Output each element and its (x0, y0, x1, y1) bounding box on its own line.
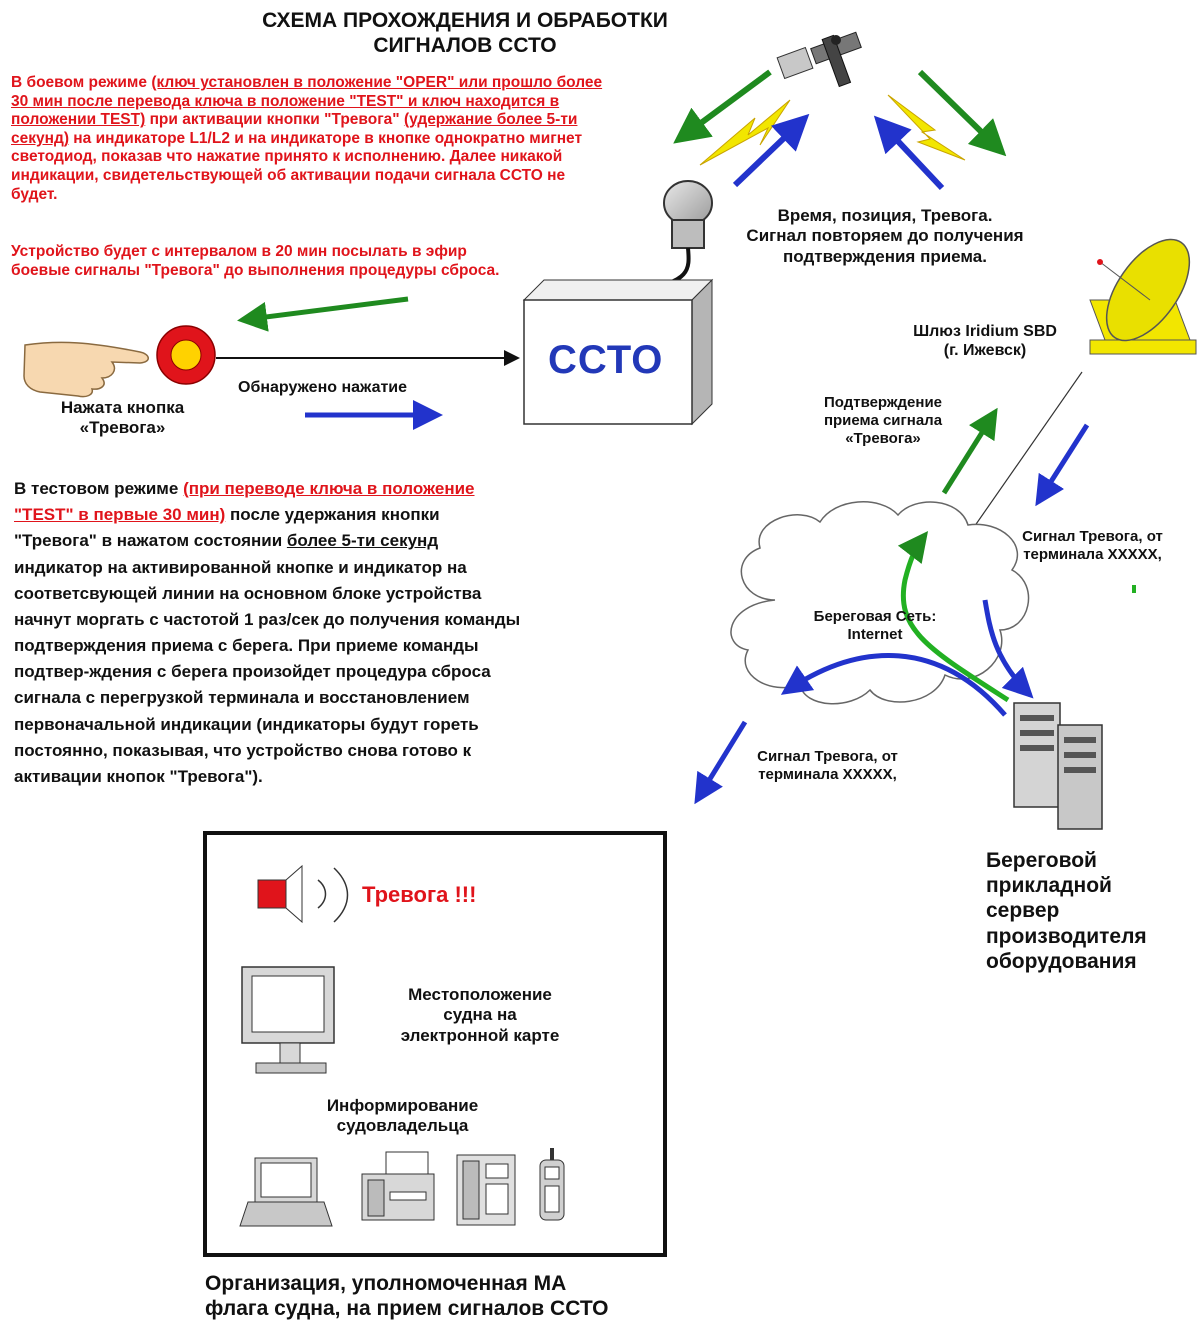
lightning-icon (699, 94, 966, 166)
dish-antenna-icon (1089, 238, 1197, 355)
alarm-label: Тревога !!! (362, 882, 477, 907)
combat-mid: при активации кнопки "Тревога" (145, 111, 404, 129)
combat-underlined-2: (удержание более 5-ти секунд) (11, 111, 578, 147)
mobile-phone-icon (539, 1148, 565, 1221)
blue-curve-to-left (780, 653, 1007, 717)
blue-curve-to-server (982, 599, 1034, 699)
alarm-button-icon (156, 325, 216, 385)
test-pre: В тестовом режиме (14, 479, 184, 498)
green-arrow-to-button (237, 296, 409, 332)
owner-informing-label: Информирование судовладельца (326, 1096, 479, 1136)
combat-mode-interval-text: Устройство будет с интервалом в 20 мин п… (11, 243, 500, 279)
confirmation-label: Подтверждение приема сигнала «Тревога» (823, 394, 943, 447)
satellite-icon (776, 31, 862, 88)
combat-pre: В боевом режиме (11, 74, 152, 91)
diagram-title: СХЕМА ПРОХОЖДЕНИЯ И ОБРАБОТКИ СИГНАЛОВ С… (262, 9, 668, 58)
green-dot (1132, 585, 1136, 593)
green-curve (897, 531, 1010, 703)
ssto-box (522, 278, 714, 426)
alarm-signal-right-label: Сигнал Тревога, от терминала XXXXX, (1022, 528, 1163, 563)
phone-icon (456, 1154, 516, 1226)
time-position-label: Время, позиция, Тревога. Сигнал повторяе… (746, 206, 1024, 266)
green-arrow-down-right (917, 69, 1007, 157)
test-underlined: (при переводе ключа в положение "TEST" в… (14, 479, 475, 525)
press-detected-label: Обнаружено нажатие (238, 379, 408, 396)
organization-label: Организация, уполномоченная МА флага суд… (205, 1272, 609, 1321)
blue-arrow-from-gateway (1035, 423, 1090, 507)
laptop-icon (239, 1157, 333, 1227)
combat-mode-text: В боевом режиме (ключ установлен в полож… (11, 74, 611, 204)
coastal-server-label: Береговой прикладной сервер производител… (986, 849, 1147, 973)
server-icon (1013, 702, 1103, 830)
combat-post: на индикаторе L1/L2 и на индикаторе в кн… (11, 129, 583, 203)
ship-location-label: Местоположение судна на электронной карт… (400, 985, 560, 1045)
test-underlined-2: более 5-ти секунд (286, 531, 439, 551)
blue-arrow-up-right (732, 113, 810, 188)
alarm-signal-left-label: Сигнал Тревога, от терминала XXXXX, (757, 748, 898, 783)
fax-icon (361, 1151, 435, 1221)
green-arrow-down-left (673, 69, 772, 144)
green-arrow-confirmation (941, 407, 998, 495)
coastal-network-label: Береговая Сеть: Internet (813, 608, 937, 643)
button-pressed-label: Нажата кнопка «Тревога» (60, 398, 185, 438)
blue-arrow-up-left (873, 115, 945, 191)
siren-icon (257, 864, 349, 924)
test-rest: индикатор на активированной кнопке и инд… (14, 557, 521, 786)
combat-underlined: (ключ установлен в положение "OPER" или … (11, 74, 603, 129)
hand-icon (23, 341, 149, 398)
monitor-icon (241, 966, 335, 1074)
gateway-label: Шлюз Iridium SBD (г. Ижевск) (913, 323, 1057, 360)
ssto-label: ССТО (548, 338, 664, 382)
gateway-link-line (964, 371, 1083, 541)
blue-arrow-to-organization (694, 720, 748, 805)
test-mode-text: В тестовом режиме (при переводе ключа в … (14, 476, 524, 790)
test-mid: после удержания кнопки "Тревога" в нажат… (14, 505, 440, 551)
